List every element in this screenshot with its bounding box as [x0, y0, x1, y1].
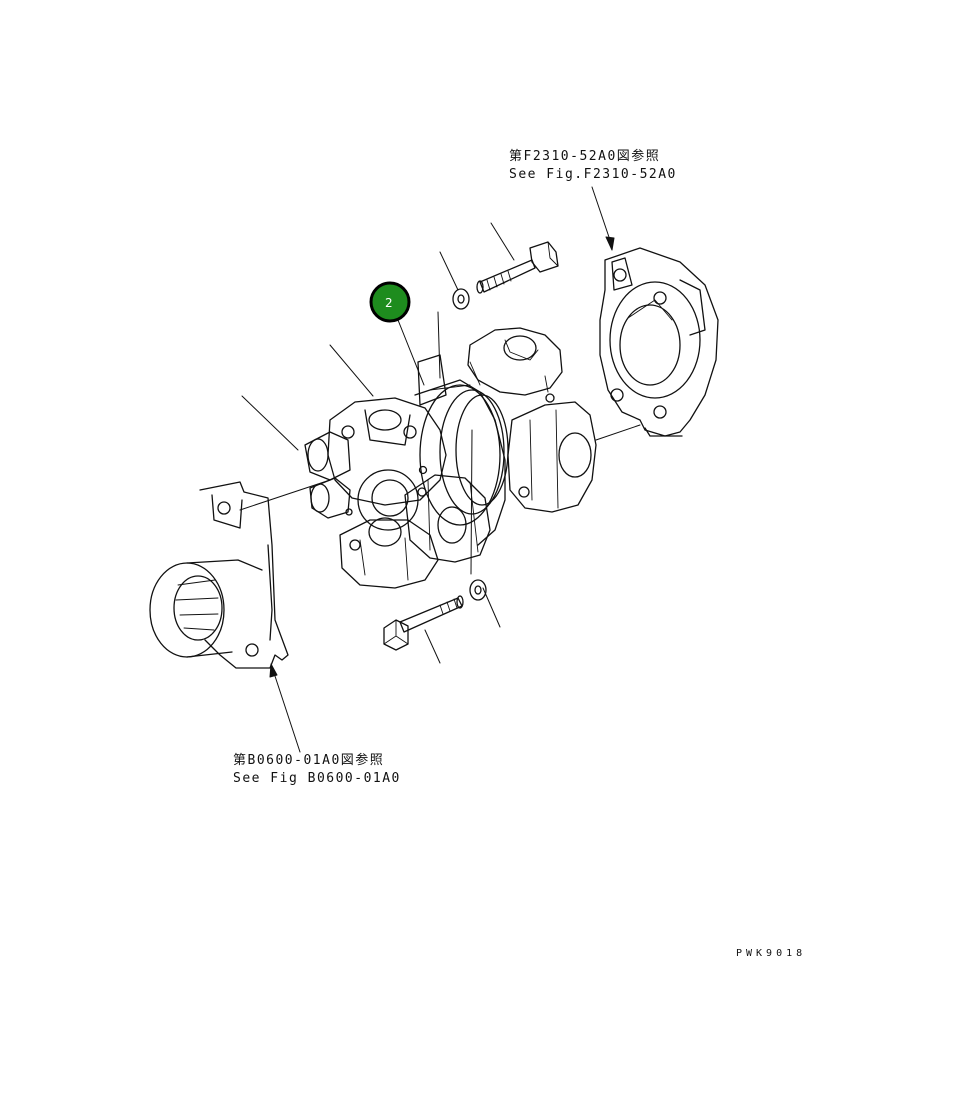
- right-flange: [599, 247, 719, 437]
- upper-bolt: [476, 241, 559, 294]
- reference-top-japanese: 第F2310-52A0図参照: [509, 149, 661, 164]
- reference-bottom-english: See Fig B0600-01A0: [233, 771, 401, 786]
- upper-washer: [452, 288, 470, 310]
- reference-arrow-top: [591, 186, 615, 251]
- lower-bolt: [383, 595, 464, 651]
- reference-arrow-bottom: [269, 663, 301, 753]
- reference-bottom-japanese: 第B0600-01A0図参照: [233, 753, 385, 768]
- leader-lines: [241, 222, 515, 664]
- lower-washer: [469, 579, 487, 601]
- left-flange-yoke: [149, 481, 289, 669]
- callout-number: 2: [385, 296, 393, 310]
- reference-top-english: See Fig.F2310-52A0: [509, 167, 677, 182]
- callout-badge: 2: [369, 281, 411, 323]
- universal-joint-assembly: [304, 327, 597, 589]
- alignment-lines: [239, 311, 641, 575]
- drawing-code: PWK9018: [736, 948, 807, 959]
